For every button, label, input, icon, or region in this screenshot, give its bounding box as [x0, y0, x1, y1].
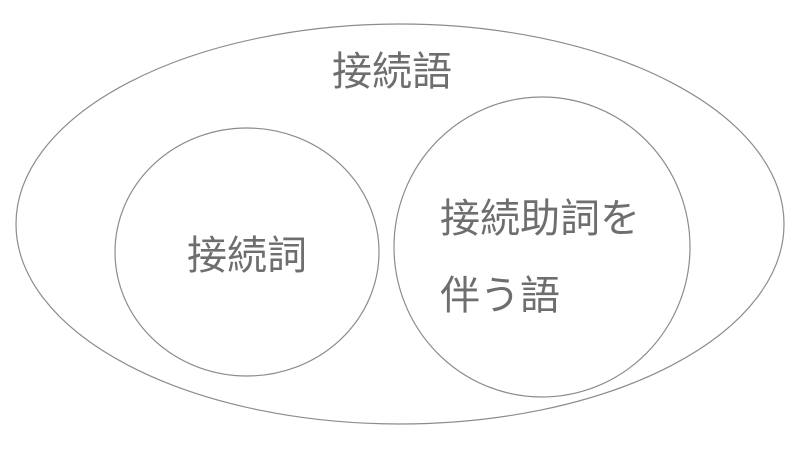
outer-label: 接続語	[332, 49, 452, 95]
right-label-line1: 接続助詞を	[440, 196, 640, 242]
outer-ellipse	[15, 23, 785, 425]
left-label: 接続詞	[187, 233, 307, 279]
left-circle	[114, 127, 380, 377]
right-label-line2: 伴う語	[440, 273, 560, 319]
right-circle	[393, 96, 691, 398]
